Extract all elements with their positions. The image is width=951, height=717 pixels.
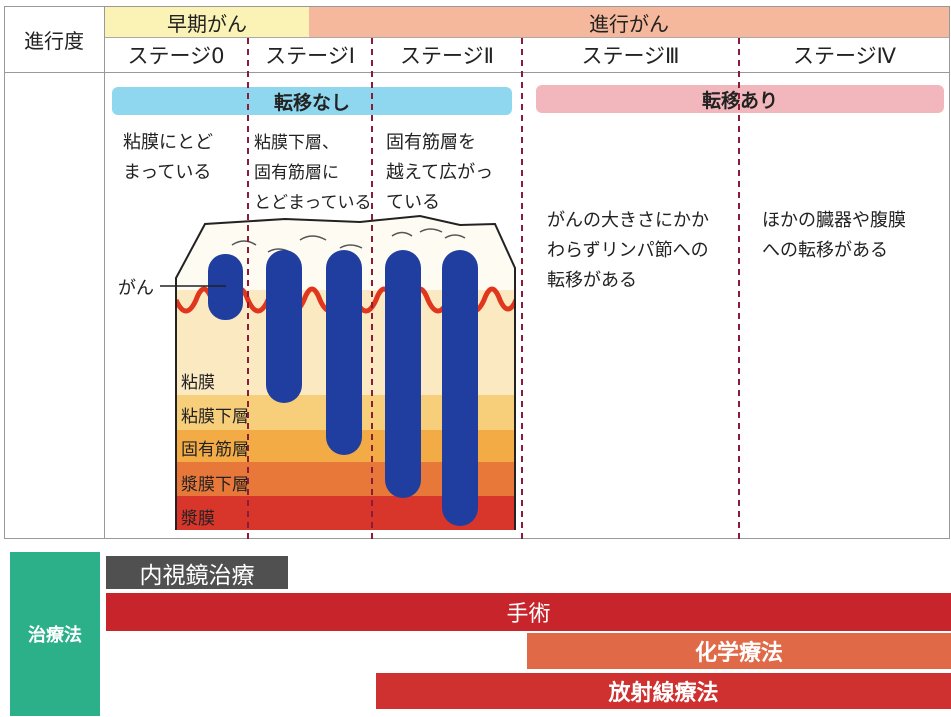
stage-4-header: ステージⅣ — [793, 44, 896, 68]
cancer-depth-diagram — [160, 38, 740, 540]
wall-outline — [175, 214, 516, 530]
stage-1-description: 粘膜下層、固有筋層にとどまっている — [254, 133, 372, 213]
layer-label-mucosa: 粘膜 — [181, 373, 215, 393]
stage-0-description: 粘膜にとどまっている — [123, 132, 213, 183]
stage-1-header: ステージⅠ — [265, 44, 355, 68]
header-divider — [4, 72, 950, 73]
stage-3-description: がんの大きさにかかわらずリンパ節への転移がある — [547, 210, 709, 291]
layer-label-subserosa: 漿膜下層 — [181, 475, 249, 495]
tumor-stage-2-subserosa — [385, 250, 421, 498]
phase-stage-divider — [105, 37, 949, 38]
advanced-cancer-header: 進行がん — [309, 7, 949, 37]
stage-4-description: ほかの臓器や腹膜への転移がある — [762, 210, 906, 261]
no-metastasis-bar: 転移なし — [112, 87, 512, 115]
treatment-label: 治療法 — [10, 552, 100, 716]
early-cancer-header: 早期がん — [105, 7, 310, 37]
tumor-stage-2-serosa — [442, 250, 478, 526]
radiation-therapy-bar: 放射線療法 — [376, 673, 951, 709]
stage-0-header: ステージ0 — [127, 44, 225, 68]
tumor-stage-1-submucosa — [266, 250, 302, 403]
surgery-bar: 手術 — [106, 593, 951, 631]
tumor-stage-1-muscularis — [326, 250, 362, 455]
tumor-stage-0 — [208, 254, 243, 320]
layer-label-serosa: 漿膜 — [181, 509, 215, 529]
cancer-label: がん — [118, 278, 154, 299]
table-frame — [4, 6, 950, 539]
layer-label-submucosa: 粘膜下層 — [181, 407, 249, 427]
endoscopic-treatment-bar: 内視鏡治療 — [106, 556, 288, 589]
progress-label: 進行度 — [24, 28, 84, 53]
stage-2-description: 固有筋層を越えて広がっている — [386, 132, 494, 213]
surface-squiggles — [231, 228, 466, 253]
stage-2-header: ステージⅡ — [400, 44, 494, 68]
layer-label-muscularis: 固有筋層 — [181, 440, 249, 460]
first-column-divider — [104, 6, 105, 539]
stage-3-header: ステージⅢ — [581, 44, 680, 68]
chemotherapy-bar: 化学療法 — [527, 633, 951, 669]
